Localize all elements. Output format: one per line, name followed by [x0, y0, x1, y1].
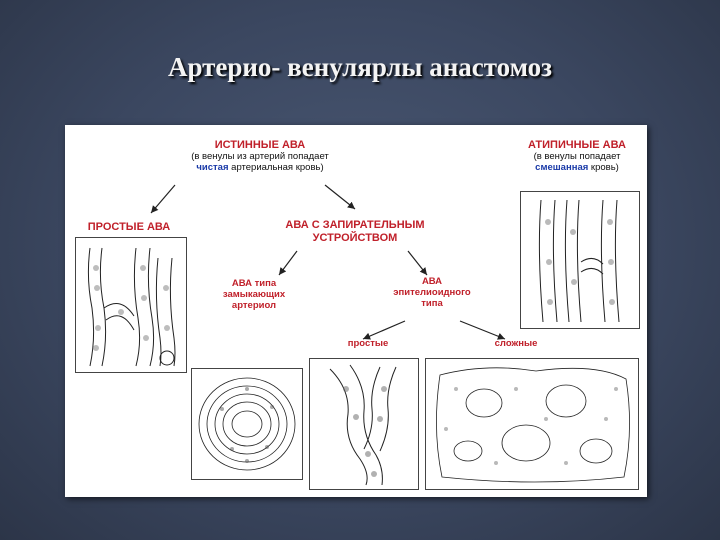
epithelioid-label: АВА эпителиоидного типа	[377, 276, 487, 310]
atypical-ava-label: АТИПИЧНЫЕ АВА (в венулы попадает смешанн…	[509, 139, 645, 173]
true-ava-emph: чистая	[196, 161, 229, 173]
simple-epithelioid-illustration	[309, 358, 419, 490]
true-ava-title: ИСТИННЫЕ АВА	[214, 139, 306, 151]
arrow-to-simple	[362, 320, 406, 340]
true-ava-label: ИСТИННЫЕ АВА (в венулы из артерий попада…	[155, 139, 365, 173]
arrow-to-closing-arterioles	[278, 250, 298, 276]
closing-arterioles-line1: АВА типа	[231, 278, 277, 289]
arrow-to-locking-ava	[324, 184, 356, 210]
atypical-ava-line1: (в венулы попадает	[533, 150, 621, 162]
locking-ava-line1: АВА С ЗАПИРАТЕЛЬНЫМ	[285, 219, 425, 231]
simple-sub-label: простые	[347, 338, 389, 349]
slide-title: Артерио- венулярлы анастомоз	[167, 52, 553, 82]
epithelioid-line3: типа	[421, 297, 443, 309]
complex-epithelioid-illustration	[425, 358, 639, 490]
simple-ava-illustration	[75, 237, 187, 373]
atypical-ava-title: АТИПИЧНЫЕ АВА	[528, 139, 626, 151]
arrow-to-epithelioid	[407, 250, 428, 276]
true-ava-line1: (в венулы из артерий попадает	[191, 150, 329, 162]
diagram-panel: ИСТИННЫЕ АВА (в венулы из артерий попада…	[65, 125, 647, 497]
closing-arteriole-section	[191, 368, 303, 480]
closing-arterioles-line3: артериол	[231, 299, 277, 311]
epithelioid-line2: эпителиоидного	[393, 286, 471, 298]
simple-ava-label: ПРОСТЫЕ АВА	[87, 221, 171, 233]
atypical-ava-illustration	[520, 191, 640, 329]
closing-arterioles-label: АВА типа замыкающих артериол	[209, 278, 299, 312]
arrow-to-complex	[459, 320, 506, 340]
closing-arterioles-line2: замыкающих	[222, 288, 286, 300]
locking-ava-line2: УСТРОЙСТВОМ	[312, 231, 398, 244]
epithelioid-line1: АВА	[421, 276, 443, 287]
complex-sub-label: сложные	[494, 338, 538, 349]
diagram-arrows	[150, 184, 506, 340]
locking-ava-label: АВА С ЗАПИРАТЕЛЬНЫМ УСТРОЙСТВОМ	[255, 219, 455, 244]
arrow-to-simple-ava	[150, 184, 176, 214]
true-ava-line2: артериальная кровь)	[228, 161, 324, 173]
atypical-ava-emph: смешанная	[535, 161, 589, 173]
atypical-ava-line2: кровь)	[588, 161, 619, 173]
